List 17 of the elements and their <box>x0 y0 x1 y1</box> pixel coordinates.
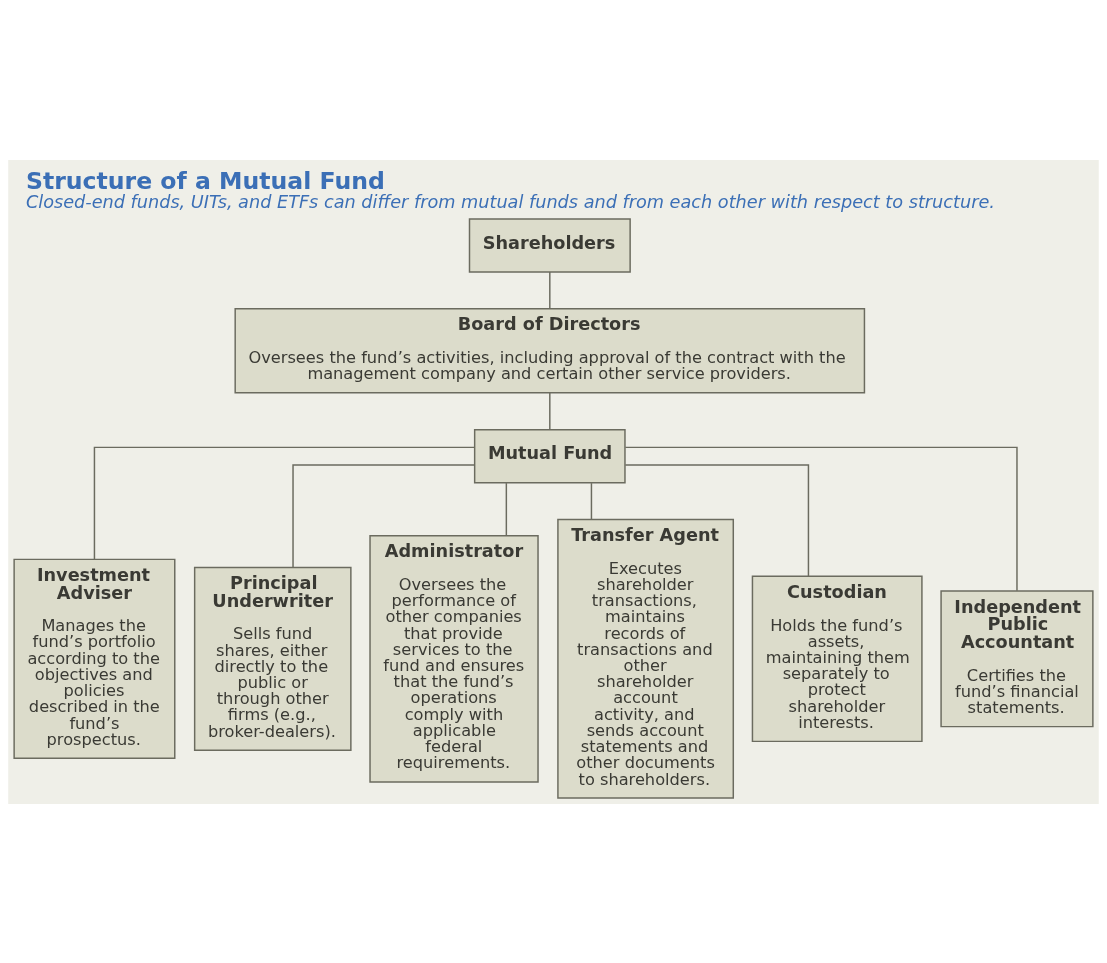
node-box: Administrator Oversees the performance of other companies that provide services to the fund and ensures that the fund’s operations comply with applicable federal requirements. <box>369 534 539 783</box>
connector <box>93 446 476 560</box>
node-box: Investment Adviser Manages the fund’s portfolio according to the objectives and policies described in the fund’s prospectus. <box>13 558 176 759</box>
connector <box>505 481 508 536</box>
node-box: Custodian Holds the fund’s assets, maintaining them separately to protect shareholder interests. <box>751 575 923 742</box>
node-box: Transfer Agent Executes shareholder transactions, maintains records of transactions and other shareholder account activity, and sends account statements and other documents to shareholders. <box>557 518 735 799</box>
connector <box>590 481 593 520</box>
node-box: Board of Directors Oversees the fund’s activities, including approval of the contract with the management company and certain other service providers. <box>234 307 866 394</box>
connector <box>292 463 475 568</box>
connector <box>624 446 1018 591</box>
node-box: Independent Public Accountant Certifies the fund’s financial statements. <box>940 589 1094 727</box>
connector <box>624 463 810 577</box>
connector <box>549 270 551 309</box>
node-box: Principal Underwriter Sells fund shares, either directly to the public or through other firms (e.g., broker-dealers). <box>193 566 352 751</box>
node-box: Shareholders <box>468 217 631 273</box>
node-box: Mutual Fund <box>473 428 626 483</box>
connector <box>549 391 551 430</box>
